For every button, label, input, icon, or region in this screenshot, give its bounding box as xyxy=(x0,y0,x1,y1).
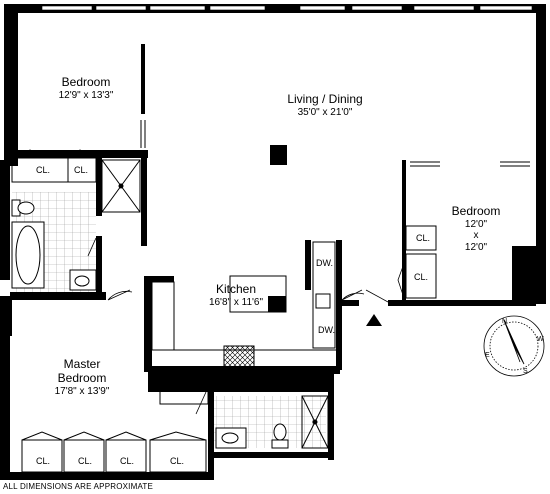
closet-label: CL. xyxy=(74,165,89,175)
room-kitchen-dims: 16'8" x 11'6" xyxy=(208,296,264,308)
room-bedroom-nw-name: Bedroom xyxy=(61,75,111,89)
room-kitchen-name: Kitchen xyxy=(215,282,257,296)
exterior-walls xyxy=(0,4,546,480)
toilet-2 xyxy=(271,423,289,449)
left-windows xyxy=(1,120,146,430)
closet-label: CL. xyxy=(414,272,429,282)
shower-2 xyxy=(301,395,329,449)
toilet-1 xyxy=(11,199,35,217)
bathtub xyxy=(11,221,45,289)
room-bedroom-e-name: Bedroom xyxy=(451,204,501,218)
closets xyxy=(11,149,437,473)
right-bedroom-windows xyxy=(410,161,545,240)
compass-s: S xyxy=(523,368,528,375)
room-master-name-2: Bedroom xyxy=(57,370,107,385)
shower-1 xyxy=(101,159,141,213)
closet-label: CL. xyxy=(36,165,51,175)
top-windows xyxy=(41,5,533,11)
closet-label: CL. xyxy=(170,456,185,466)
closet-label: CL. xyxy=(78,456,93,466)
room-master-bedroom: Master Bedroom 17'8" x 13'9" xyxy=(42,357,122,397)
room-bedroom-e: Bedroom 12'0" x 12'0" xyxy=(446,204,506,253)
sink-2 xyxy=(215,427,247,449)
closet-label: CL. xyxy=(416,233,431,243)
room-bedroom-e-w: 12'0" xyxy=(464,218,488,230)
kitchen-island-post xyxy=(268,296,286,312)
closet-label: CL. xyxy=(120,456,135,466)
room-master-name-1: Master xyxy=(63,357,101,371)
room-master-dims: 17'8" x 13'9" xyxy=(54,385,110,397)
dishwasher-label: DW. xyxy=(316,258,333,268)
compass-e: E xyxy=(485,352,490,359)
room-living-dims: 35'0" x 21'0" xyxy=(297,106,353,118)
room-bedroom-e-x: x xyxy=(473,230,479,242)
dishwasher-label: DW. xyxy=(318,325,335,335)
room-living-name: Living / Dining xyxy=(287,92,363,106)
room-living-dining: Living / Dining 35'0" x 21'0" xyxy=(270,92,380,118)
stove xyxy=(223,345,255,369)
compass-n: N xyxy=(502,318,508,325)
closet-label: CL. xyxy=(36,456,51,466)
compass-w: W xyxy=(537,336,544,343)
footer-disclaimer: ALL DIMENSIONS ARE APPROXIMATE xyxy=(3,482,154,491)
interior-walls xyxy=(10,44,536,480)
room-bedroom-nw: Bedroom 12'9" x 13'3" xyxy=(46,75,126,101)
room-bedroom-nw-dims: 12'9" x 13'3" xyxy=(58,89,114,101)
entry-arrow-icon xyxy=(366,314,382,326)
compass-icon xyxy=(483,315,545,377)
sink-1 xyxy=(69,269,97,291)
closet-label: CL. xyxy=(172,381,187,391)
doors xyxy=(87,237,407,415)
room-kitchen: Kitchen 16'8" x 11'6" xyxy=(196,282,276,308)
room-bedroom-e-h: 12'0" xyxy=(464,241,488,253)
